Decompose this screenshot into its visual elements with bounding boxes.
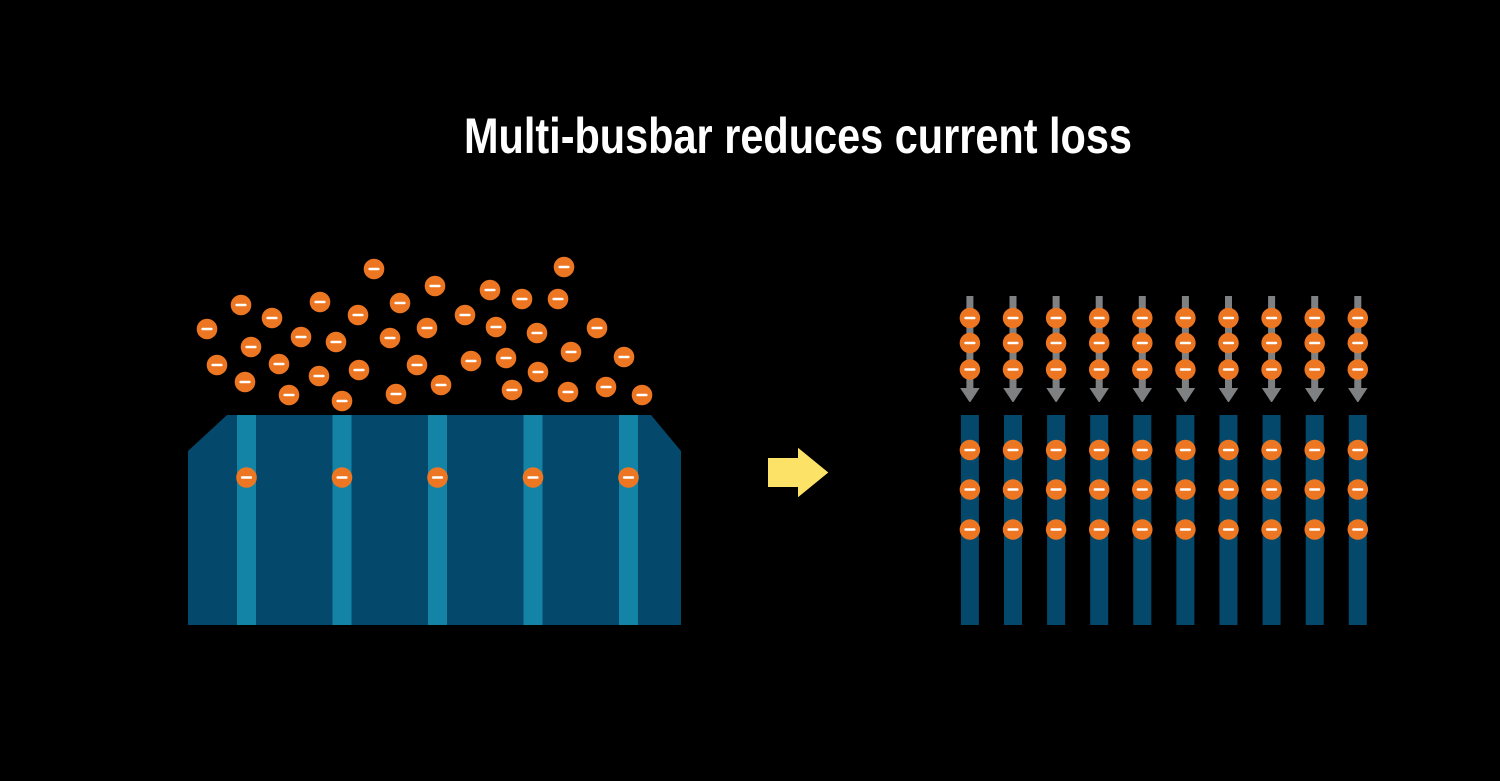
svg-text:Multi-busbar reduces current l: Multi-busbar reduces current loss [464, 108, 1132, 164]
